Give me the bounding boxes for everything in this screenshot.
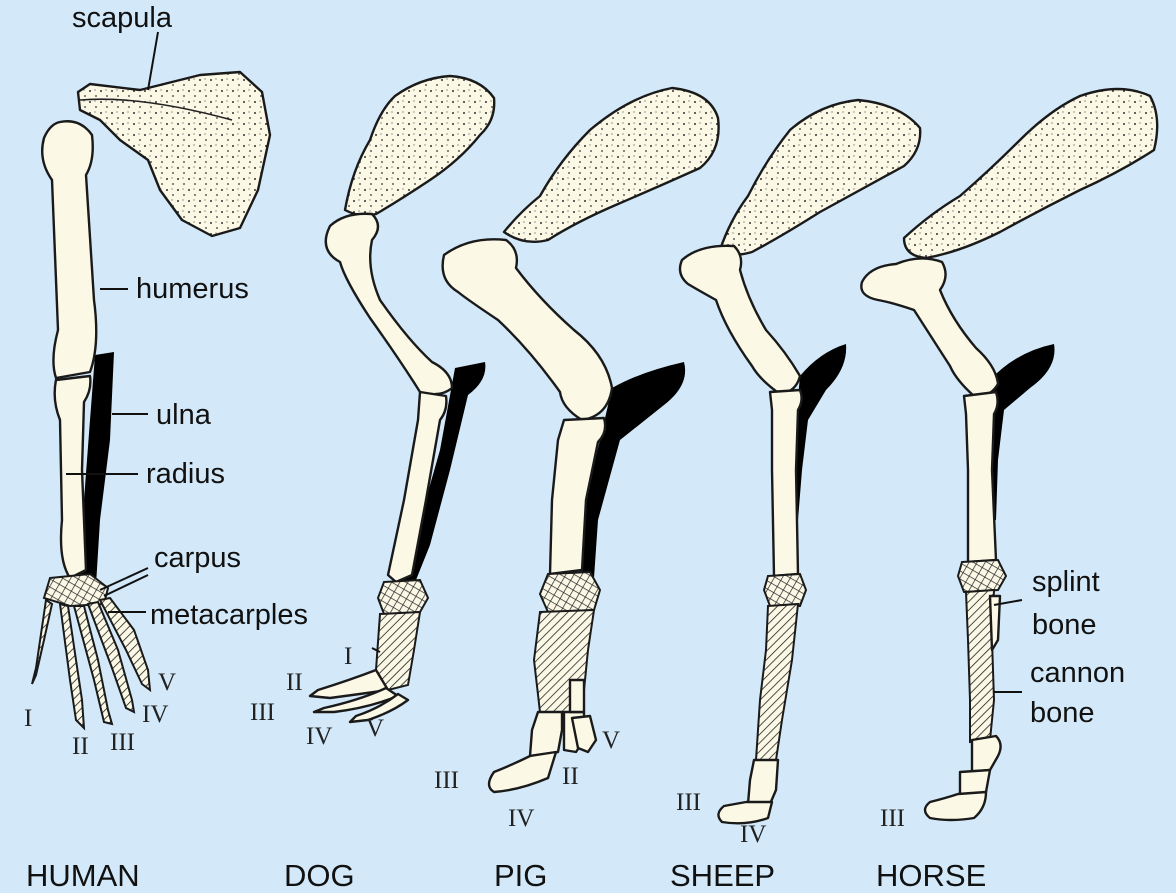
horse-splint-bone (988, 594, 1002, 652)
human-digit-label: IV (142, 701, 168, 728)
human-ulna-shadow (80, 352, 114, 588)
dog-carpus (376, 578, 430, 616)
dog-scapula (343, 74, 496, 217)
human-scapula (76, 70, 272, 238)
caption-horse: HORSE (876, 858, 986, 893)
pig-humerus (441, 238, 614, 422)
sheep-digits (717, 758, 780, 825)
sheep-digit-label: III (676, 789, 701, 816)
human-digit-label: I (24, 705, 32, 732)
label-radius: radius (146, 458, 225, 490)
scapula-leader (147, 31, 159, 91)
dog-digit-i-tick (371, 647, 381, 653)
horse-radius (962, 390, 999, 564)
pig-digit-label: IV (508, 805, 534, 832)
dog-digit-label: I (344, 643, 352, 670)
sheep-digit-label: IV (740, 821, 766, 848)
dog-digit-label: V (366, 715, 384, 742)
label-humerus: humerus (136, 273, 249, 305)
dog-digits (308, 668, 410, 724)
label-scapula: scapula (72, 2, 173, 34)
label-cannon-bone: bone (1030, 697, 1095, 729)
sheep-limb (678, 98, 922, 825)
dog-limb (308, 74, 496, 724)
human-digit-label: V (158, 669, 176, 696)
dog-digit-label: II (286, 669, 303, 696)
pig-digit-label: V (602, 727, 620, 754)
caption-dog: DOG (284, 858, 355, 893)
label-carpus: carpus (154, 542, 241, 574)
human-digit-label: II (72, 733, 89, 760)
label-ulna: ulna (156, 399, 212, 431)
human-radius (53, 374, 92, 580)
sheep-scapula (718, 98, 922, 256)
dog-metacarpals (374, 610, 422, 692)
horse-ulna-shadow (988, 344, 1055, 520)
label-splint-bone: bone (1032, 609, 1097, 641)
horse-humerus (860, 257, 1000, 398)
carpus-leader-1 (99, 567, 149, 591)
horse-digit-iii (923, 734, 1002, 822)
dog-digit-label: IV (306, 723, 332, 750)
pig-ulna-shadow (580, 362, 686, 580)
carpus-leader-2 (103, 574, 149, 597)
horse-scapula (902, 87, 1159, 260)
sheep-humerus (678, 244, 802, 396)
human-digit-label: III (110, 729, 135, 756)
human-metacarpals (31, 596, 152, 731)
pig-scapula (502, 86, 720, 243)
dog-radius (386, 390, 448, 584)
label-metacarples: metacarples (150, 599, 308, 631)
horse-carpus (956, 558, 1008, 594)
label-splint: splint (1032, 566, 1100, 598)
human-humerus (41, 120, 98, 380)
pig-digit-label: II (562, 763, 579, 790)
human-limb (31, 31, 272, 731)
splint-bone-leader (993, 599, 1023, 606)
sheep-carpus (762, 572, 808, 607)
pig-digit-label: III (434, 767, 459, 794)
horse-limb (860, 87, 1159, 822)
sheep-radius (768, 388, 803, 578)
label-cannon: cannon (1030, 657, 1125, 689)
pig-radius (548, 416, 607, 576)
sheep-cannon-bone (754, 602, 800, 761)
dog-digit-label: III (250, 699, 275, 726)
pig-digits (487, 678, 598, 794)
sheep-ulna-shadow (790, 344, 847, 525)
horse-digit-label: III (880, 805, 905, 832)
dog-humerus (324, 212, 454, 396)
pig-carpus (538, 570, 602, 614)
caption-sheep: SHEEP (670, 858, 775, 893)
caption-human: HUMAN (26, 858, 140, 893)
caption-pig: PIG (494, 858, 547, 893)
pig-limb (441, 86, 720, 794)
